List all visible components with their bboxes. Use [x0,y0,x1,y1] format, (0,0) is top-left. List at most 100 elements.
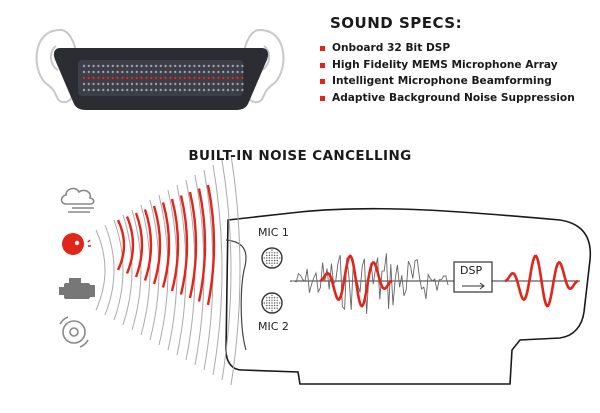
mic-dot [271,297,273,299]
mic-dot [273,307,276,309]
grille-dot [198,88,201,92]
grille-dot [87,82,91,86]
grille-dot [207,70,210,74]
grille-dot [198,64,201,68]
grille-dot [150,70,153,74]
grille-dot [135,82,138,86]
mic-dot [271,310,273,312]
grille-dot [212,64,215,68]
grille-dot [212,76,215,80]
grille-dot [226,88,230,92]
clean-voice-signal [504,254,579,308]
spec-item: Adaptive Background Noise Suppression [320,90,575,107]
mic-dot [266,304,268,307]
grille-dot [169,64,172,68]
voice-wave [206,184,216,306]
grille-dot [126,70,129,74]
grille-dot [82,64,86,68]
grille-dot [97,64,100,68]
grille-dot [236,76,239,80]
grille-dot [222,64,225,68]
grille-dot [121,76,124,80]
grille-dot [135,76,138,80]
mic-dot [268,307,271,309]
mic-dot [268,299,271,302]
grille-dot [169,82,172,86]
grille-dot [82,82,86,86]
grille-dot [231,88,234,92]
grille-dot [217,88,220,92]
grille-dot [188,76,191,80]
mic-dot [268,302,271,304]
mic-dot [266,302,268,304]
grille-dot [193,76,196,80]
grille-dot [222,76,225,80]
voice-wave [152,205,162,285]
grille-dot [150,64,153,68]
device-housing [225,207,592,385]
grille-dot [169,70,172,74]
spec-item-label: High Fidelity MEMS Microphone Array [332,58,558,71]
voice-wave [125,216,135,274]
voice-wave [170,198,180,292]
grille-dot [92,70,95,74]
grille-dot [222,88,225,92]
grille-dot [140,82,143,86]
voice-wave [143,209,153,281]
voice-wave [188,191,198,299]
mic-dot [268,262,271,264]
sound-wave [122,214,133,326]
grille-dot [222,70,225,74]
mic-dot [266,297,268,299]
grille-dot [241,88,244,92]
mic-dot [271,257,273,259]
spec-item: Intelligent Microphone Beamforming [320,73,575,90]
mic-dot [279,257,281,259]
mic-dot [266,252,268,254]
grille-dot [193,82,196,86]
sound-wave [113,219,124,321]
spec-item: High Fidelity MEMS Microphone Array [320,57,575,74]
spec-item: Onboard 32 Bit DSP [320,40,575,57]
grille-dot [231,82,234,86]
grille-dot [164,76,167,80]
grille-dot [174,76,177,80]
grille-dot [178,64,182,68]
grille-dot [116,64,119,68]
grille-dot [97,88,100,92]
grille-dot [178,82,182,86]
grille-dot [92,64,95,68]
mic-dot [276,252,278,254]
sound-wave [221,159,232,381]
grille-dot [159,88,162,92]
mic-dot [268,252,271,254]
grille-dot [188,64,191,68]
grille-dot [188,82,191,86]
grille-dot [164,82,167,86]
grille-dot [241,70,244,74]
mic2-icon [261,292,283,314]
grille-dot [111,88,115,92]
sound-wave [104,224,115,316]
grille-dot [154,76,158,80]
grille-dot [102,88,105,92]
dsp-label: DSP [460,264,483,277]
sound-wave [149,199,160,341]
grille-dot [188,88,191,92]
spec-item-label: Adaptive Background Noise Suppression [332,91,575,104]
grille-dot [154,70,158,74]
grille-dot [126,64,129,68]
grille-dot [183,64,186,68]
grille-dot [82,88,86,92]
grille-dot [111,70,115,74]
grille-dot [217,76,220,80]
mic-dot [276,259,278,262]
grille-dot [82,70,86,74]
grille-dot [222,82,225,86]
grille-dot [145,70,148,74]
mic-dot [266,257,268,259]
grille-dot [111,76,115,80]
grille-dot [207,64,210,68]
grille-dot [97,76,100,80]
grille-dot [174,88,177,92]
